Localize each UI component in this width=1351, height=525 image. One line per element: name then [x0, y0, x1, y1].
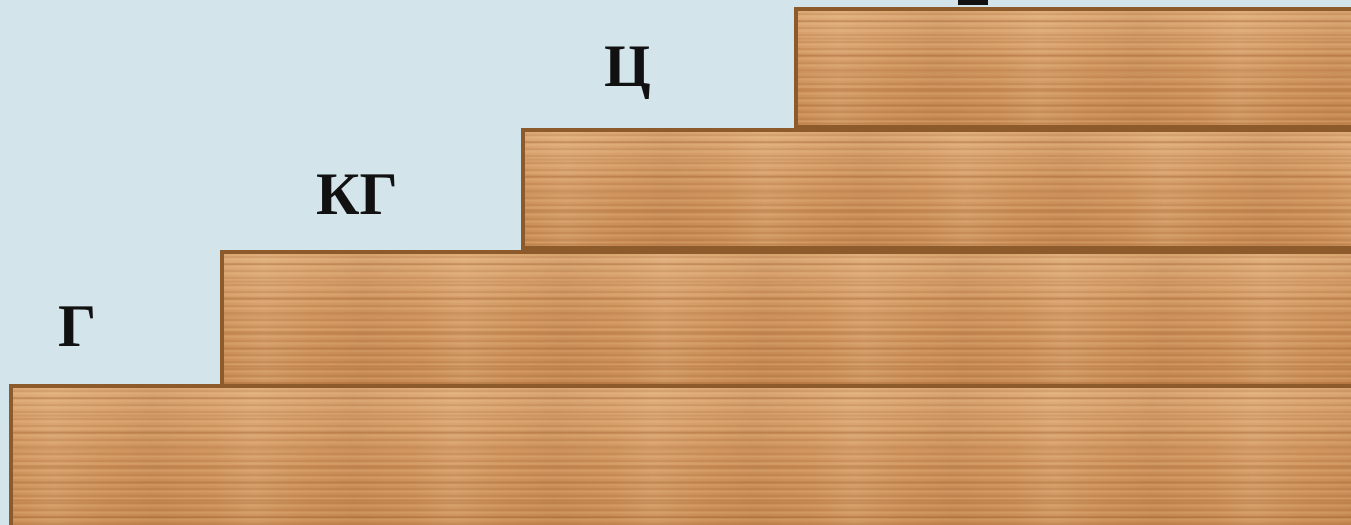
wood-step-3	[794, 7, 1351, 129]
step-label-g: Г	[58, 296, 96, 356]
step-label-ts: Ц	[604, 36, 651, 96]
wood-step-2	[521, 128, 1351, 250]
wood-step-base	[9, 384, 1351, 525]
wood-step-1	[220, 250, 1351, 388]
step-label-kg: КГ	[316, 164, 398, 224]
cropped-top-mark	[958, 0, 988, 5]
